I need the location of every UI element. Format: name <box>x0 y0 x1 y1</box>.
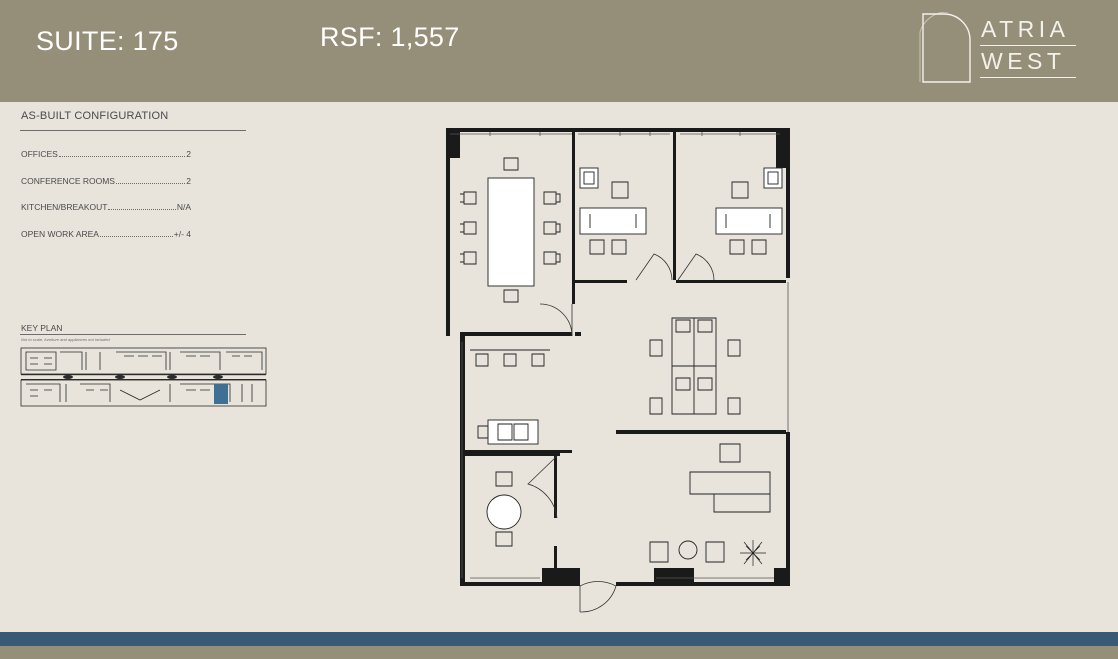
conference-chairs-right <box>543 191 561 265</box>
config-label: OFFICES <box>21 149 58 159</box>
logo-divider <box>980 45 1076 46</box>
atria-arch-logo-icon <box>919 11 971 83</box>
config-row-conference: CONFERENCE ROOMS 2 <box>21 176 191 203</box>
key-plan-heading: KEY PLAN <box>21 323 63 333</box>
conference-chairs-left <box>460 191 477 265</box>
config-label: KITCHEN/BREAKOUT <box>21 202 108 212</box>
config-value: 2 <box>186 175 191 186</box>
key-plan-map <box>20 347 267 407</box>
config-row-open-work: OPEN WORK AREA +/- 4 <box>21 229 191 256</box>
key-plan-note: Not to scale, furniture and appliances n… <box>21 337 110 342</box>
atria-west-logo: ATRIA WEST <box>918 11 1088 84</box>
logo-line-west: WEST <box>981 48 1066 74</box>
suite-175-highlight <box>214 384 228 404</box>
rsf-title: RSF: 1,557 <box>320 22 460 52</box>
footer-band <box>0 646 1118 659</box>
logo-line-atria: ATRIA <box>981 16 1070 42</box>
config-row-offices: OFFICES 2 <box>21 149 191 176</box>
key-plan-divider <box>20 334 246 335</box>
leader-dots <box>58 156 186 157</box>
config-heading: AS-BUILT CONFIGURATION <box>21 110 169 122</box>
suite-title: SUITE: 175 <box>36 26 179 56</box>
config-label: CONFERENCE ROOMS <box>21 175 115 186</box>
config-row-kitchen: KITCHEN/BREAKOUT N/A <box>21 202 191 229</box>
config-label: OPEN WORK AREA <box>21 228 99 239</box>
header-bar: SUITE: 175 RSF: 1,557 ATRIA WEST <box>0 0 1118 102</box>
leader-dots <box>108 209 176 210</box>
config-list: OFFICES 2 CONFERENCE ROOMS 2 KITCHEN/BRE… <box>21 149 191 255</box>
config-value: 2 <box>186 149 191 159</box>
leader-dots <box>99 235 173 237</box>
config-value: N/A <box>176 202 191 212</box>
floor-plan <box>446 128 790 613</box>
leader-dots <box>115 182 186 184</box>
footer-accent-band <box>0 632 1118 646</box>
logo-underline <box>980 77 1076 78</box>
config-value: +/- 4 <box>173 228 191 239</box>
config-divider <box>20 130 246 131</box>
